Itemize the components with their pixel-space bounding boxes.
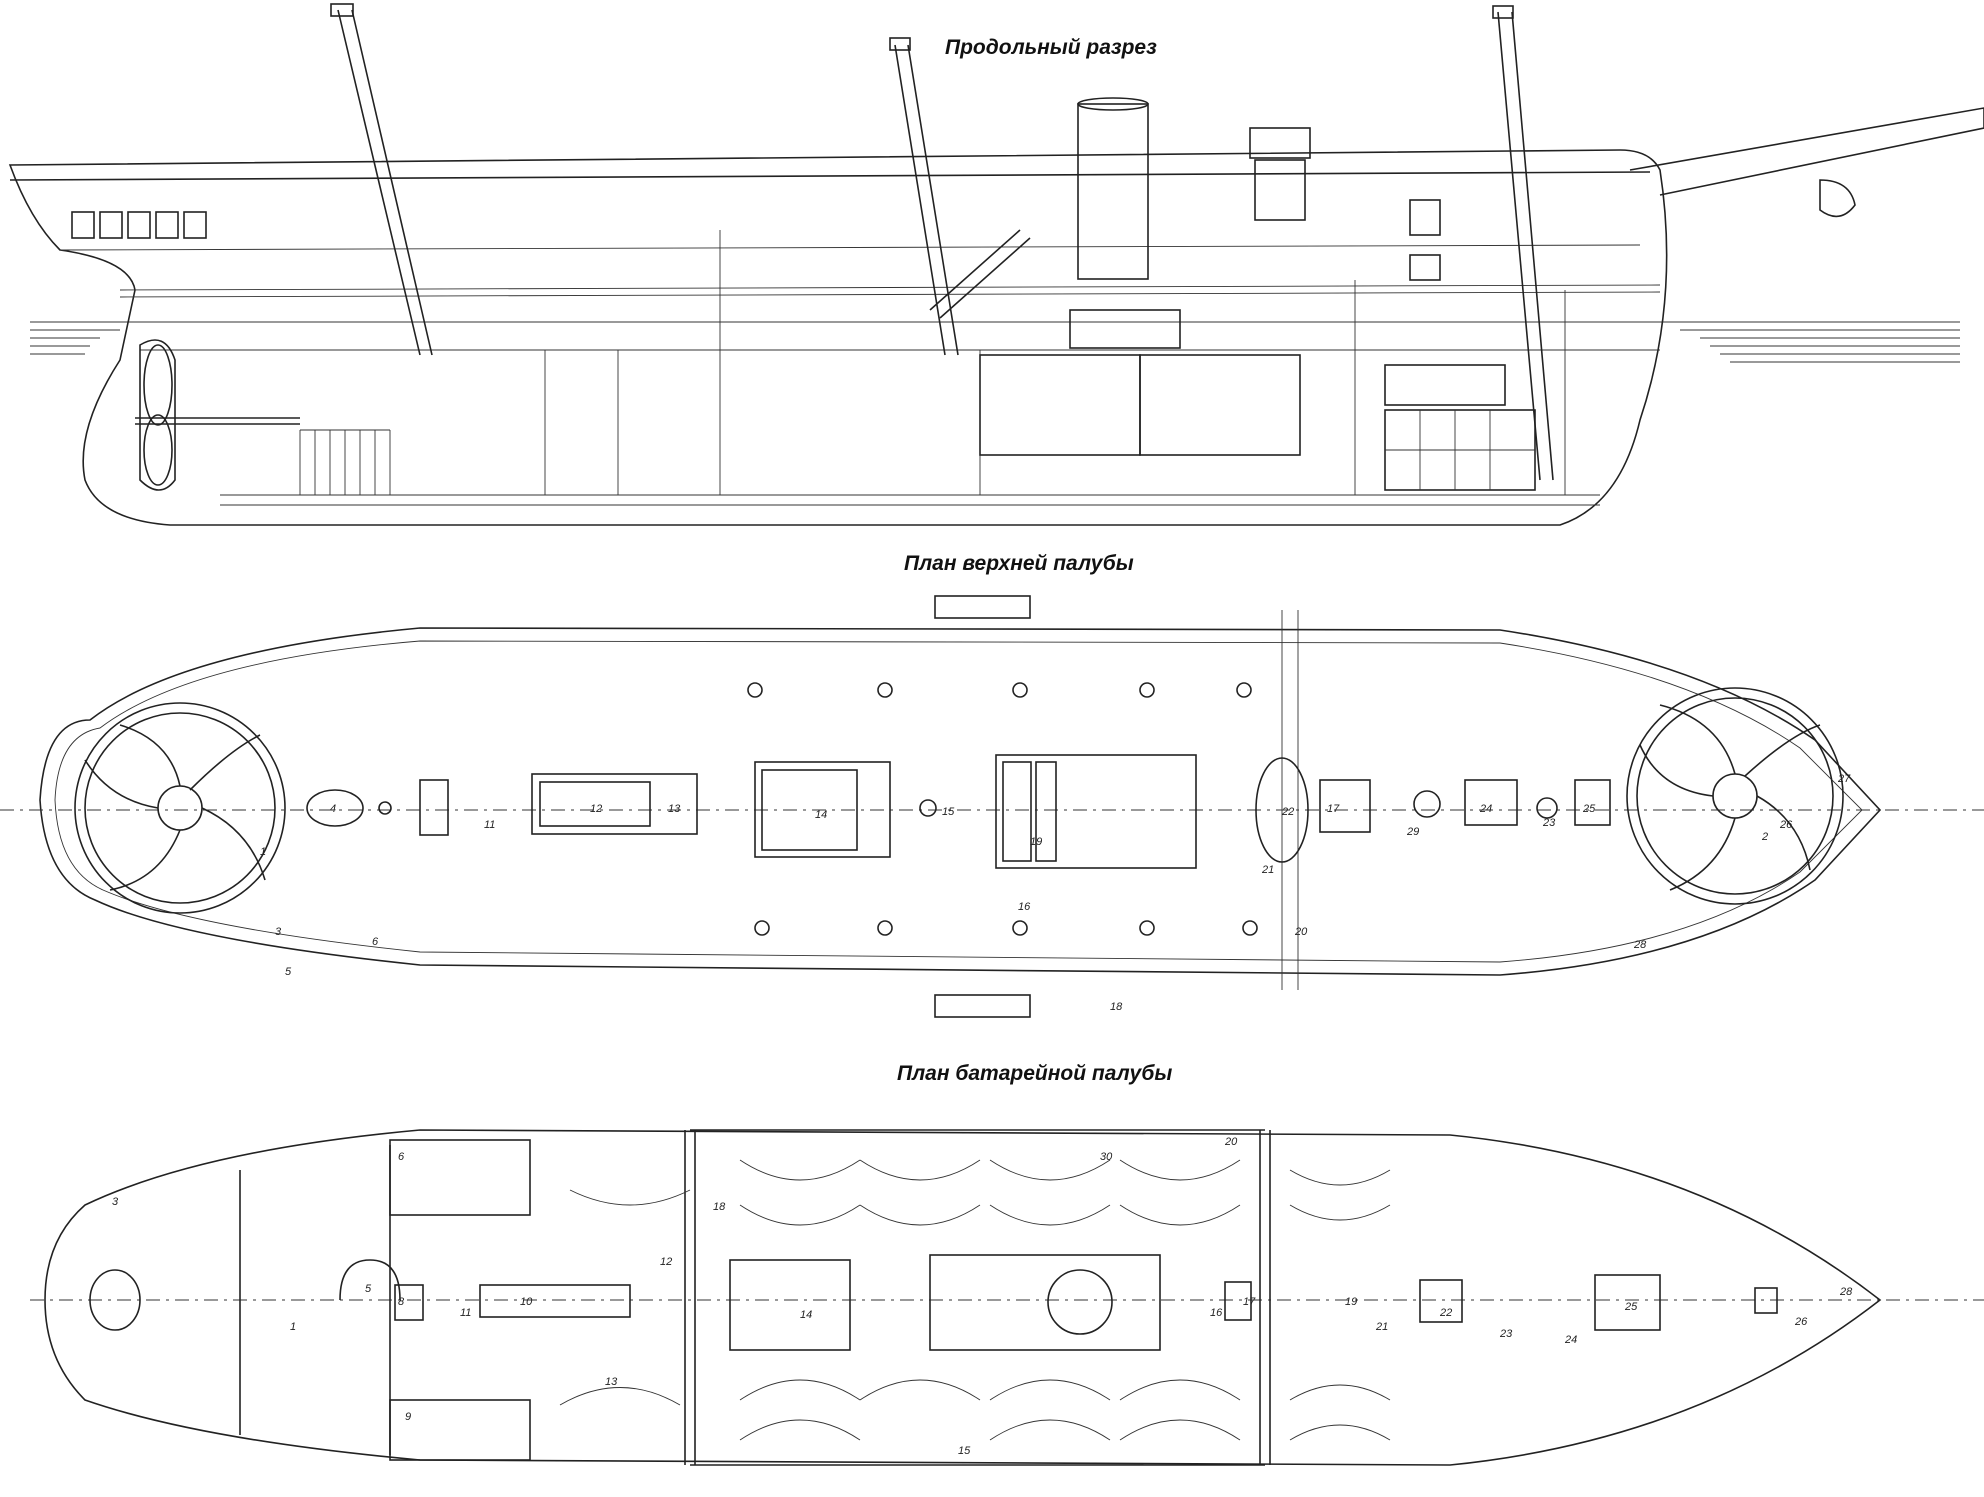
svg-text:18: 18	[713, 1201, 726, 1213]
svg-text:26: 26	[1794, 1316, 1808, 1328]
fore-capstan-wheel	[1626, 687, 1844, 905]
svg-text:23: 23	[1542, 817, 1556, 829]
svg-text:3: 3	[112, 1196, 119, 1208]
svg-text:28: 28	[1839, 1286, 1853, 1298]
battery-deck-plan: 1 3 5 6 8 9 10 11 12 13 14 15 16 17 18 1…	[30, 1129, 1984, 1466]
upper-deck-number-labels: 1 2 3 4 5 6 11 12 13 14 15 16 17 18 19 2…	[260, 773, 1851, 1013]
svg-text:1: 1	[260, 846, 266, 858]
svg-text:16: 16	[1210, 1307, 1223, 1319]
stern-windows	[71, 211, 207, 239]
longitudinal-section-caption: Продольный разрез	[945, 36, 1157, 59]
svg-text:20: 20	[1294, 926, 1308, 938]
svg-text:23: 23	[1499, 1328, 1513, 1340]
svg-text:10: 10	[520, 1296, 533, 1308]
forward-hatch-round	[1255, 757, 1309, 863]
svg-text:17: 17	[1327, 803, 1340, 815]
battery-deck-number-labels: 1 3 5 6 8 9 10 11 12 13 14 15 16 17 18 1…	[112, 1136, 1853, 1457]
svg-text:29: 29	[1406, 826, 1419, 838]
svg-text:14: 14	[815, 809, 827, 821]
svg-text:15: 15	[958, 1445, 971, 1457]
svg-text:24: 24	[1479, 803, 1492, 815]
svg-text:5: 5	[285, 966, 292, 978]
svg-text:9: 9	[405, 1411, 411, 1423]
battery-gun-arcs	[559, 1159, 1391, 1441]
after-capstan-wheel	[74, 702, 286, 914]
svg-text:21: 21	[1261, 864, 1274, 876]
funnel	[1077, 103, 1149, 280]
svg-text:26: 26	[1779, 819, 1793, 831]
longitudinal-section	[8, 3, 1984, 526]
svg-text:6: 6	[372, 936, 379, 948]
svg-text:13: 13	[605, 1376, 618, 1388]
svg-text:24: 24	[1564, 1334, 1577, 1346]
battery-deck-outline	[44, 1129, 1882, 1466]
svg-text:3: 3	[275, 926, 282, 938]
svg-text:5: 5	[365, 1283, 372, 1295]
upper-deck-outline	[39, 627, 1882, 976]
svg-text:12: 12	[590, 803, 602, 815]
svg-text:17: 17	[1243, 1296, 1256, 1308]
svg-text:8: 8	[398, 1296, 405, 1308]
svg-text:20: 20	[1224, 1136, 1238, 1148]
svg-text:13: 13	[668, 803, 681, 815]
svg-text:6: 6	[398, 1151, 405, 1163]
svg-text:1: 1	[290, 1321, 296, 1333]
svg-text:30: 30	[1100, 1151, 1113, 1163]
stern-hold-ribs	[299, 429, 391, 495]
svg-text:11: 11	[484, 819, 495, 831]
upper-deck-plan-caption: План верхней палубы	[904, 552, 1134, 575]
svg-text:21: 21	[1375, 1321, 1388, 1333]
svg-text:2: 2	[1761, 831, 1768, 843]
svg-text:16: 16	[1018, 901, 1031, 913]
svg-text:27: 27	[1837, 773, 1851, 785]
svg-text:15: 15	[942, 806, 955, 818]
svg-text:28: 28	[1633, 939, 1647, 951]
deck-ventilators	[378, 682, 1258, 936]
svg-text:19: 19	[1345, 1296, 1357, 1308]
svg-text:22: 22	[1439, 1307, 1452, 1319]
battery-deck-plan-caption: План батарейной палубы	[897, 1062, 1173, 1085]
svg-text:25: 25	[1582, 803, 1596, 815]
hull-profile	[8, 149, 1668, 526]
svg-text:11: 11	[460, 1307, 471, 1319]
svg-text:25: 25	[1624, 1301, 1638, 1313]
upper-deck-plan: 1 2 3 4 5 6 11 12 13 14 15 16 17 18 19 2…	[0, 595, 1984, 1018]
svg-text:18: 18	[1110, 1001, 1123, 1013]
waterline	[30, 321, 1960, 363]
svg-text:14: 14	[800, 1309, 812, 1321]
svg-text:19: 19	[1030, 836, 1042, 848]
rudder	[139, 339, 176, 491]
svg-text:4: 4	[330, 803, 336, 815]
svg-text:22: 22	[1281, 806, 1294, 818]
svg-text:12: 12	[660, 1256, 672, 1268]
